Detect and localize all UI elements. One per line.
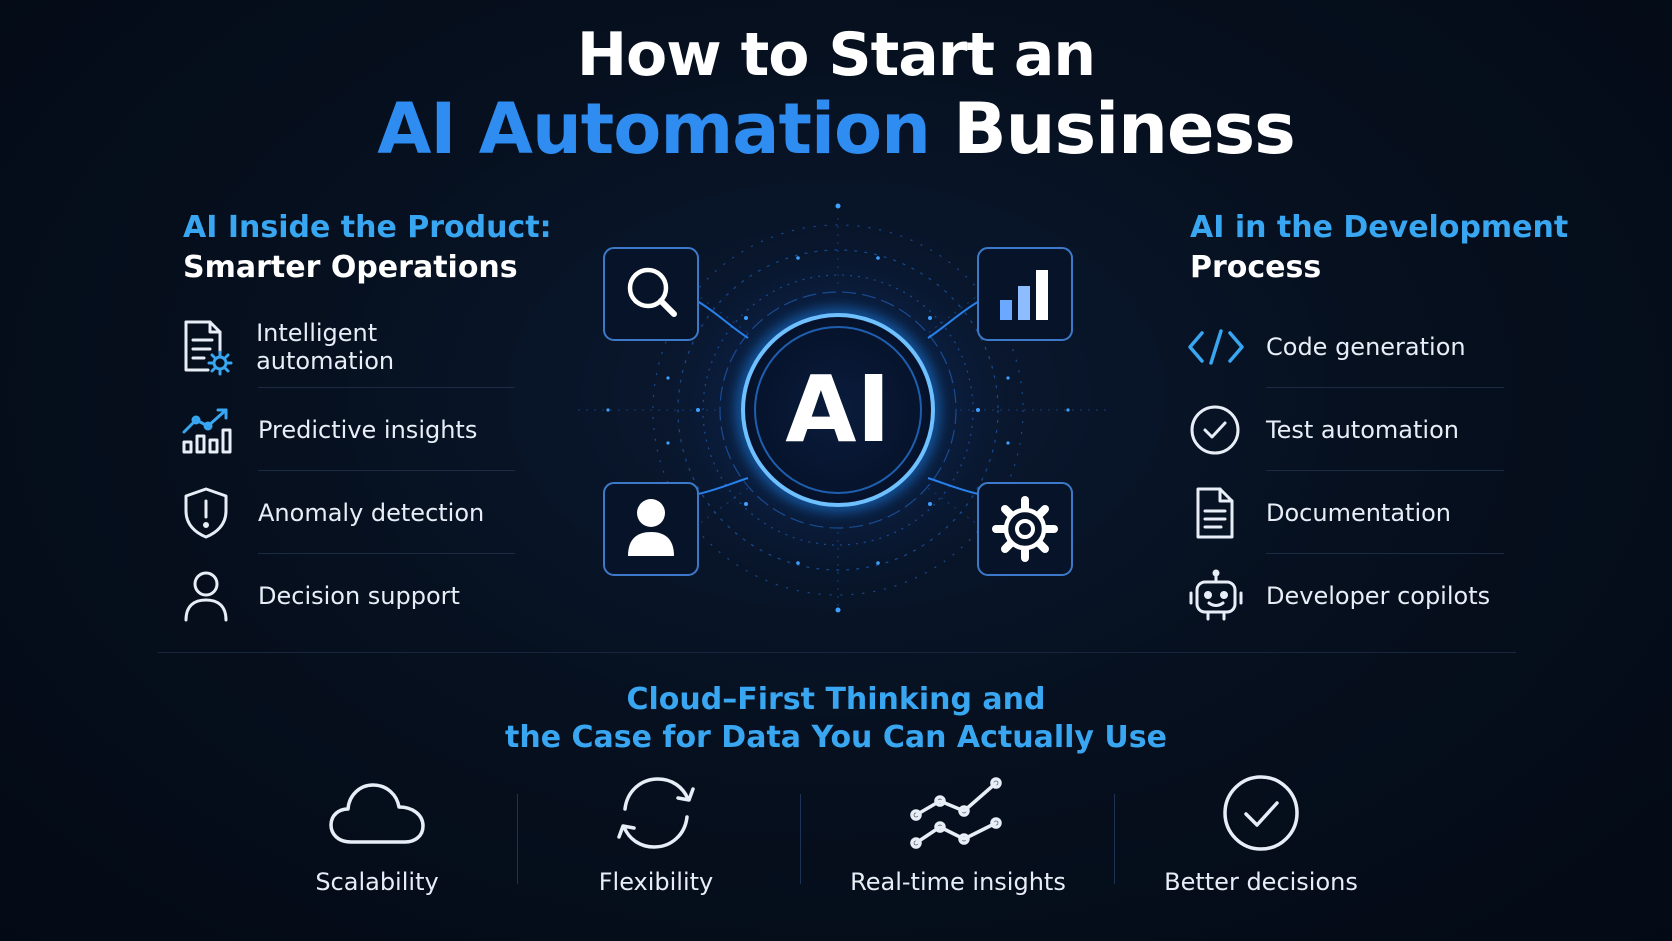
- benefit-label: Flexibility: [598, 868, 714, 896]
- bar-chart-trend-icon: [180, 400, 246, 460]
- list-item-label: Test automation: [1266, 415, 1459, 444]
- divider: [1266, 553, 1504, 554]
- list-item-label: Developer copilots: [1266, 581, 1491, 610]
- page-title-accent: AI Automation: [377, 88, 931, 170]
- divider: [258, 553, 515, 554]
- divider: [1266, 470, 1504, 471]
- check-circle-icon: [1188, 400, 1254, 460]
- divider: [1266, 387, 1504, 388]
- vertical-divider: [1114, 794, 1115, 884]
- vertical-divider: [800, 794, 801, 884]
- code-icon: [1188, 317, 1254, 377]
- page-title-rest: Business: [953, 88, 1295, 170]
- list-item: Test automation: [1188, 388, 1504, 471]
- search-icon: [603, 247, 699, 341]
- shield-alert-icon: [180, 483, 246, 543]
- benefit-item: Better decisions: [1151, 770, 1371, 910]
- bar-chart-icon: [977, 247, 1073, 341]
- benefit-item: Scalability: [277, 770, 477, 910]
- check-circle-icon: [1151, 770, 1371, 856]
- list-item-label: Anomaly detection: [258, 498, 485, 527]
- robot-icon: [1188, 566, 1254, 626]
- page-title-line-2: AI Automation Business: [0, 88, 1672, 170]
- divider: [258, 470, 515, 471]
- hub-center-label: AI: [785, 356, 890, 463]
- list-item-label: Predictive insights: [258, 415, 478, 444]
- cloud-heading-line-2: the Case for Data You Can Actually Use: [505, 720, 1167, 755]
- list-item-label: Decision support: [258, 581, 460, 610]
- user-icon: [180, 566, 246, 626]
- section-divider: [158, 652, 1516, 653]
- vertical-divider: [517, 794, 518, 884]
- list-item-label: Intelligent automation: [256, 318, 395, 375]
- document-gear-icon: [180, 317, 244, 377]
- list-item: Documentation: [1188, 471, 1504, 554]
- benefit-label: Real-time insights: [850, 868, 1066, 896]
- list-item: Code generation: [1188, 305, 1504, 388]
- sync-icon: [556, 770, 756, 856]
- cloud-heading-line-1: Cloud–First Thinking and: [626, 682, 1046, 717]
- benefit-label: Better decisions: [1164, 868, 1358, 896]
- left-section-heading: AI Inside the Product: Smarter Operation…: [183, 208, 552, 288]
- right-heading-accent: AI in the Development: [1190, 210, 1569, 245]
- left-heading-accent: AI Inside the Product:: [183, 210, 552, 245]
- benefit-item: Real-time insights: [838, 770, 1078, 910]
- right-heading-rest: Process: [1190, 250, 1322, 285]
- right-feature-list: Code generation Test automation Document…: [1188, 305, 1504, 637]
- list-item: Developer copilots: [1188, 554, 1504, 637]
- right-section-heading: AI in the Development Process: [1190, 208, 1568, 288]
- benefit-item: Flexibility: [556, 770, 756, 910]
- ai-hub-graphic: AI: [548, 198, 1128, 620]
- list-item: Anomaly detection: [180, 471, 515, 554]
- list-item-label: Code generation: [1266, 332, 1466, 361]
- list-item: Decision support: [180, 554, 515, 637]
- divider: [258, 387, 515, 388]
- list-item: Predictive insights: [180, 388, 515, 471]
- left-feature-list: Intelligent automation Predictive insigh…: [180, 305, 515, 637]
- gear-icon: [977, 482, 1073, 576]
- list-item: Intelligent automation: [180, 305, 515, 388]
- benefit-label: Scalability: [315, 868, 439, 896]
- document-icon: [1188, 483, 1254, 543]
- cloud-icon: [277, 770, 477, 856]
- list-item-label: Documentation: [1266, 498, 1452, 527]
- page-title-line-1: How to Start an: [576, 20, 1096, 90]
- line-chart-icon: [838, 770, 1078, 856]
- left-heading-rest: Smarter Operations: [183, 250, 518, 285]
- user-icon: [603, 482, 699, 576]
